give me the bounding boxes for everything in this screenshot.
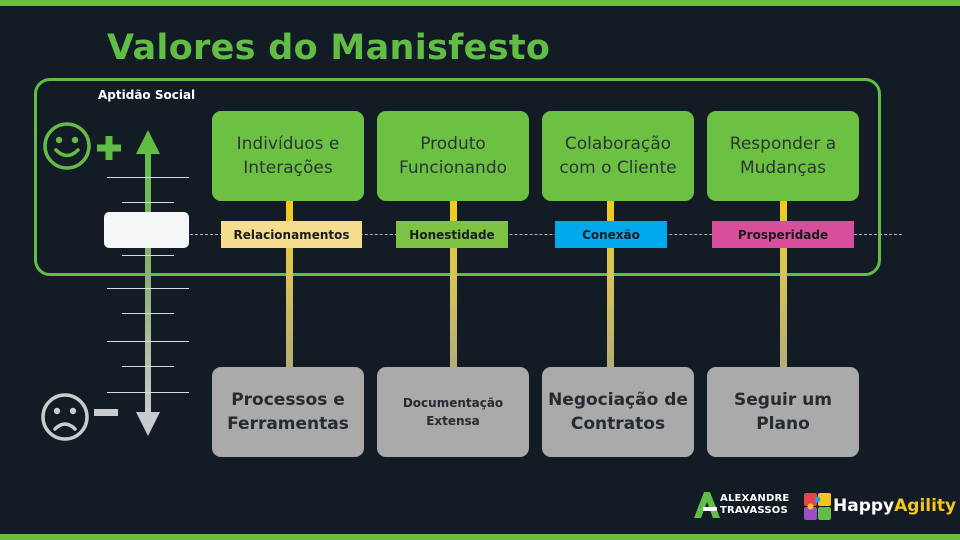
value-tag-relacionamentos: Relacionamentos bbox=[221, 221, 362, 248]
smiley-sad-icon bbox=[41, 393, 89, 441]
page-title: Valores do Manisfesto bbox=[107, 28, 551, 68]
top-accent-bar bbox=[0, 0, 960, 6]
value-stem bbox=[450, 195, 457, 371]
valued-item-box: Produto Funcionando bbox=[377, 111, 529, 201]
valued-item-box: Responder a Mudanças bbox=[707, 111, 859, 201]
scale-tick bbox=[122, 313, 174, 314]
less-valued-item-box: Negociação de Contratos bbox=[542, 367, 694, 457]
less-valued-item-box: Processos e Ferramentas bbox=[212, 367, 364, 457]
plus-icon bbox=[97, 136, 121, 160]
smiley-happy-icon bbox=[43, 122, 91, 170]
wordmark-agility: Agility bbox=[894, 496, 957, 516]
social-aptitude-frame bbox=[34, 78, 881, 276]
scale-tick bbox=[122, 255, 174, 256]
scale-tick bbox=[107, 392, 189, 393]
scale-tick bbox=[107, 177, 189, 178]
value-tag-honestidade: Honestidade bbox=[396, 221, 508, 248]
bottom-accent-bar bbox=[0, 534, 960, 540]
alexandre-travassos-logo-icon bbox=[694, 492, 720, 518]
scale-tick bbox=[122, 202, 174, 203]
puzzle-logo-icon bbox=[804, 493, 831, 520]
scale-tick bbox=[107, 288, 189, 289]
frame-label: Aptidão Social bbox=[98, 88, 196, 102]
minus-icon bbox=[94, 409, 118, 416]
scale-tick bbox=[107, 341, 189, 342]
scale-arrow-icon bbox=[136, 130, 160, 436]
value-stem bbox=[607, 195, 614, 371]
valued-item-box: Colaboração com o Cliente bbox=[542, 111, 694, 201]
valued-item-box: Indivíduos e Interações bbox=[212, 111, 364, 201]
brand-line-2: TRAVASSOS bbox=[720, 505, 788, 516]
value-stem bbox=[286, 195, 293, 371]
brand-name: ALEXANDRE TRAVASSOS bbox=[720, 493, 789, 517]
value-stem bbox=[780, 195, 787, 371]
scale-tick bbox=[122, 366, 174, 367]
less-valued-item-box: Documentação Extensa bbox=[377, 367, 529, 457]
less-valued-item-box: Seguir um Plano bbox=[707, 367, 859, 457]
dashed-baseline bbox=[190, 234, 902, 235]
value-tag-prosperidade: Prosperidade bbox=[712, 221, 854, 248]
brand-line-1: ALEXANDRE bbox=[720, 493, 790, 504]
wordmark-happy: Happy bbox=[833, 496, 895, 516]
scale-slider-thumb[interactable] bbox=[104, 212, 189, 248]
value-tag-conexao: Conexão bbox=[555, 221, 667, 248]
happyagility-wordmark: HappyAgility bbox=[833, 496, 956, 516]
